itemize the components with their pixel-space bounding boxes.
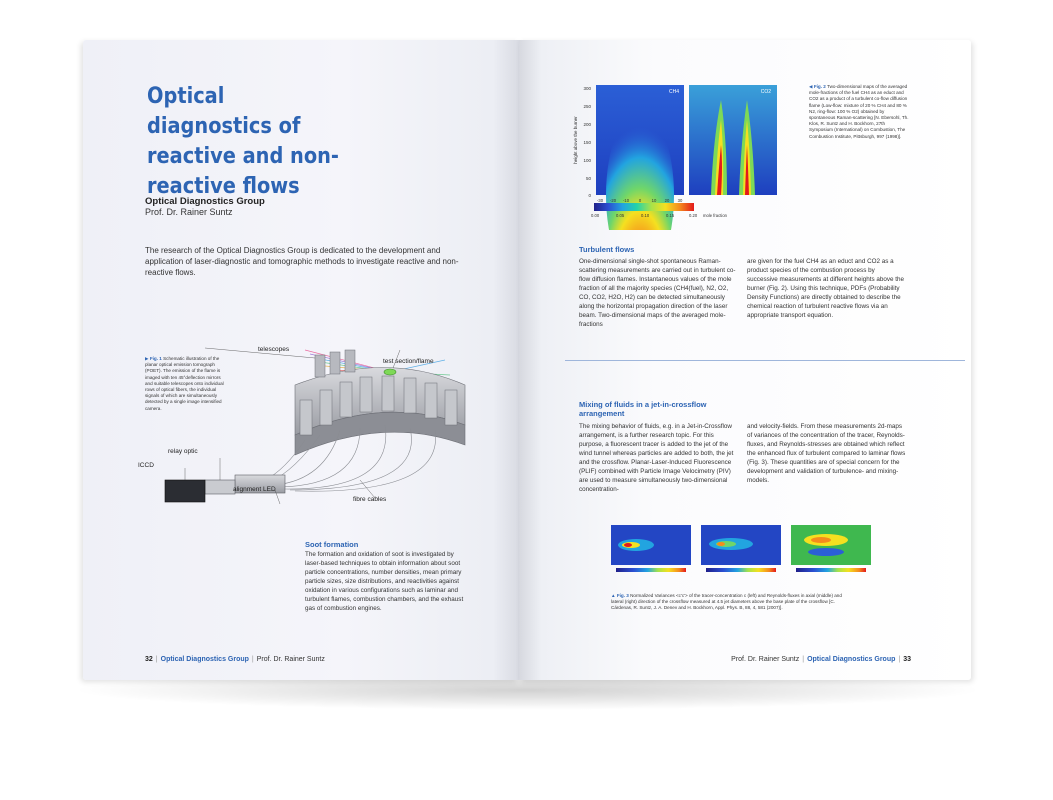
fig2-caption-text: Two-dimensional maps of the averaged mol… (809, 84, 909, 139)
turbulent-column-b: are given for the fuel CH4 as an educt a… (747, 258, 905, 319)
right-footer: Prof. Dr. Rainer Suntz|Optical Diagnosti… (731, 656, 911, 663)
ch4-plume (606, 110, 674, 230)
label-fibre-cables: fibre cables (353, 496, 387, 503)
y-tick: 0 (588, 193, 591, 198)
left-footer-section: Optical Diagnostics Group (160, 656, 249, 663)
turbulent-column-a: One-dimensional single-shot spontaneous … (579, 258, 736, 328)
ch4-panel-label: CH4 (669, 89, 679, 95)
right-page: 300 250 200 150 100 50 0 height above th… (519, 40, 971, 680)
flame-marker-icon (383, 368, 397, 376)
fig3-panel-left (611, 525, 691, 572)
label-relay-optic: relay optic (168, 448, 198, 455)
fig2-y-ticks: 300 250 200 150 100 50 0 (583, 86, 591, 198)
fig3-panel-right (791, 525, 871, 572)
label-leaders (184, 347, 401, 505)
mirror-ring (294, 349, 466, 456)
label-telescopes: telescopes (258, 346, 290, 353)
turbulent-heading: Turbulent flows (579, 245, 635, 254)
fig1-label: Fig. 1 (149, 356, 162, 361)
colorbar-tick: 0.05 (616, 213, 625, 218)
triangle-marker-icon: ▲ (611, 593, 617, 598)
fig2-heatmaps: 300 250 200 150 100 50 0 height above th… (573, 85, 777, 230)
colorbar-tick: 0.15 (666, 213, 675, 218)
triangle-marker-icon: ▶ (145, 356, 150, 361)
fig1-caption: ▶ Fig. 1 Schematic illustration of the p… (145, 356, 227, 412)
fig2-x-ticks: -30 -20 -10 0 10 20 30 (597, 198, 683, 203)
tomograph-illustration (164, 347, 466, 505)
y-tick: 100 (583, 158, 591, 163)
left-page: Optical diagnostics of reactive and non-… (83, 40, 519, 680)
right-page-number: 33 (903, 656, 911, 663)
left-footer: 32|Optical Diagnostics Group|Prof. Dr. R… (145, 656, 325, 663)
fig2-y-label: height above the burner (573, 116, 578, 164)
fig3-caption: ▲ Fig. 3 Normalized Variances <c'c'> of … (611, 593, 847, 612)
left-page-number: 32 (145, 656, 153, 663)
co2-panel-label: CO2 (761, 89, 772, 95)
section-divider (565, 360, 965, 361)
left-footer-author: Prof. Dr. Rainer Suntz (256, 656, 325, 663)
fig3-panel-middle (701, 525, 781, 572)
group-name: Optical Diagnostics Group (145, 196, 265, 207)
x-tick: 10 (652, 198, 657, 203)
x-tick: 30 (678, 198, 683, 203)
y-tick: 300 (583, 86, 591, 91)
co2-panel (689, 85, 777, 195)
fig1-caption-text: Schematic illustration of the planar opt… (145, 356, 224, 411)
y-tick: 50 (586, 176, 592, 181)
x-tick: 20 (665, 198, 670, 203)
colorbar-tick: 0.10 (641, 213, 650, 218)
soot-heading: Soot formation (305, 540, 359, 549)
fig2-label: Fig. 2 (813, 84, 826, 89)
label-test-section: test section/flame (383, 358, 434, 365)
colorbar-tick: 0.00 (591, 213, 600, 218)
y-tick: 200 (583, 122, 591, 127)
colorbar-tick: 0.20 (689, 213, 698, 218)
x-tick: -20 (610, 198, 617, 203)
x-tick: -10 (623, 198, 630, 203)
fig2-caption: ◀ Fig. 2 Two-dimensional maps of the ave… (809, 84, 909, 140)
fig2-colorbar (594, 203, 694, 211)
y-tick: 150 (583, 140, 591, 145)
group-professor: Prof. Dr. Rainer Suntz (145, 207, 233, 217)
right-footer-section: Optical Diagnostics Group (807, 656, 896, 663)
triangle-marker-icon: ◀ (809, 84, 814, 89)
camera-assembly (164, 474, 286, 503)
mixing-heading: Mixing of fluids in a jet-in-crossflow a… (579, 400, 707, 418)
x-tick: -30 (597, 198, 604, 203)
soot-paragraph: The formation and oxidation of soot is i… (305, 551, 464, 612)
mixing-column-b: and velocity-fields. From these measurem… (747, 423, 906, 484)
fig3-label: Fig. 3 (616, 593, 629, 598)
y-tick: 250 (583, 104, 591, 109)
label-iccd: ICCD (138, 462, 154, 469)
fig3-caption-text: Normalized Variances <c'c'> of the trace… (611, 593, 842, 611)
fig3-heatmaps (611, 525, 871, 572)
mixing-column-a: The mixing behavior of fluids, e.g. in a… (579, 423, 734, 493)
page-title: Optical diagnostics of reactive and non-… (147, 84, 339, 199)
label-alignment-led: alignment LED (233, 486, 276, 493)
colorbar-unit: mole fraction (703, 213, 727, 218)
x-tick: 0 (639, 198, 642, 203)
intro-paragraph: The research of the Optical Diagnostics … (145, 246, 459, 277)
co2-plumes (711, 100, 755, 195)
right-footer-author: Prof. Dr. Rainer Suntz (731, 656, 800, 663)
